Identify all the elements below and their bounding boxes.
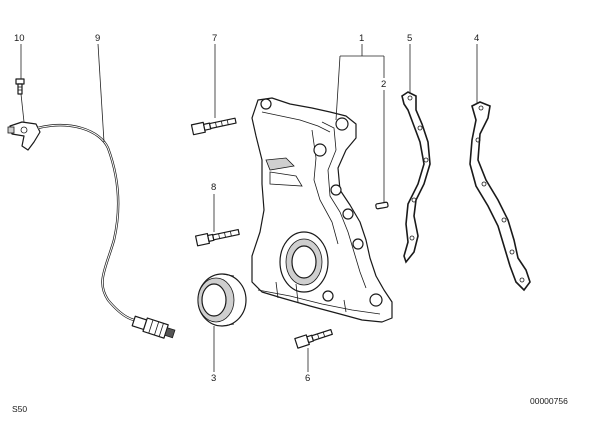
part-1-timing-cover[interactable]	[251, 97, 393, 323]
part-6-bolt[interactable]	[294, 327, 333, 349]
part-4-gasket[interactable]	[469, 101, 531, 292]
callout-1: 1	[359, 33, 364, 44]
part-9-sensor-cable[interactable]	[7, 121, 176, 341]
callout-2: 2	[381, 79, 386, 90]
callout-3: 3	[211, 373, 216, 384]
callout-8: 8	[211, 182, 216, 193]
drawing-number: 00000756	[530, 396, 568, 406]
callout-labels: 10 9 7 1 2 5 4 8 3 6	[14, 33, 479, 384]
callout-5: 5	[407, 33, 412, 44]
part-3-shaft-seal[interactable]	[197, 273, 247, 327]
part-7-bolt[interactable]	[190, 116, 237, 136]
series-code: S50	[12, 404, 27, 414]
callout-7: 7	[212, 33, 217, 44]
leader-lines	[20, 43, 478, 372]
part-2-dowel-pin[interactable]	[375, 201, 389, 210]
callout-10: 10	[14, 33, 25, 44]
callout-9: 9	[95, 33, 100, 44]
part-5-gasket[interactable]	[401, 91, 431, 264]
callout-4: 4	[474, 33, 479, 44]
part-8-bolt[interactable]	[194, 227, 240, 247]
callout-6: 6	[305, 373, 310, 384]
part-10-bolt[interactable]	[15, 78, 25, 95]
